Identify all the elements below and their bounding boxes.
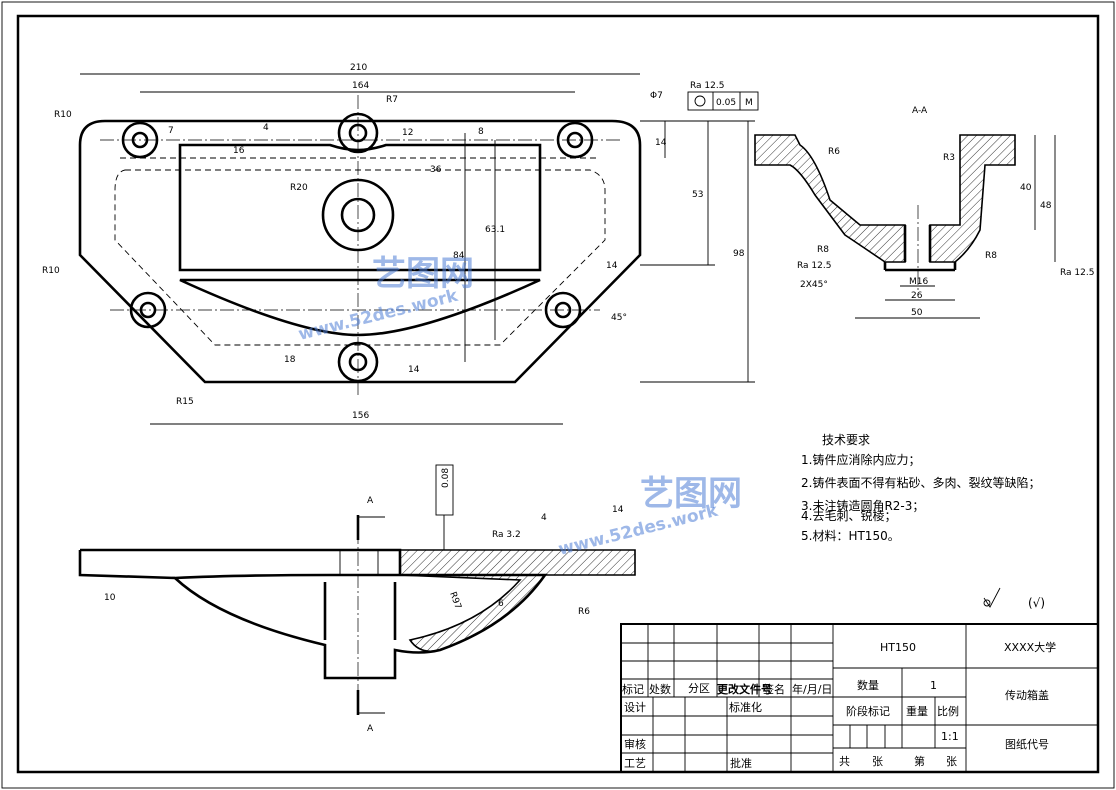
dim-r10-left: R10 bbox=[42, 266, 60, 276]
school-name: XXXX大学 bbox=[1004, 640, 1056, 654]
process-label: 工艺 bbox=[624, 757, 646, 770]
technical-requirements: 技术要求 1.铸件应消除内应力； 2.铸件表面不得有粘砂、多肉、裂纹等缺陷； 3… bbox=[801, 433, 1040, 543]
section-view-a-a: A-A R6 R3 40 48 R8 R8 Ra 12.5 2X45° M16 … bbox=[754, 106, 1094, 319]
design-label: 设计 bbox=[624, 701, 646, 714]
dim-r15: R15 bbox=[176, 397, 194, 407]
scale-label: 比例 bbox=[937, 704, 959, 718]
dim-14-diag: 14 bbox=[606, 261, 618, 271]
position-tolerance: 0.05 bbox=[716, 98, 736, 108]
dim-4: 4 bbox=[541, 513, 547, 523]
roughness-ra3.2: Ra 3.2 bbox=[492, 530, 521, 540]
dim-18: 18 bbox=[284, 355, 296, 365]
section-title: A-A bbox=[912, 106, 928, 116]
header-change-doc: 更改文件号 bbox=[717, 682, 772, 696]
quantity-label: 数量 bbox=[857, 679, 879, 692]
dim-r8-right: R8 bbox=[985, 251, 997, 261]
dim-156: 156 bbox=[352, 411, 369, 421]
standardization-label: 标准化 bbox=[729, 700, 762, 714]
flatness-tolerance: 0.08 bbox=[441, 468, 451, 488]
part-name: 传动箱盖 bbox=[1005, 688, 1049, 702]
roughness-ra12.5: Ra 12.5 bbox=[690, 81, 724, 91]
dim-r3: R3 bbox=[943, 153, 955, 163]
dim-12: 12 bbox=[402, 128, 413, 138]
dim-6: 6 bbox=[498, 599, 504, 609]
roughness-other: (√) bbox=[1028, 596, 1045, 610]
dim-14-bottom: 14 bbox=[408, 365, 420, 375]
dim-14: 14 bbox=[655, 138, 667, 148]
watermark-url-1: www.52des.work bbox=[296, 286, 460, 345]
stage-label: 阶段标记 bbox=[846, 704, 890, 718]
top-view: 210 164 R7 R10 Φ7 Ra 12.5 0.05 M 7 4 12 … bbox=[42, 63, 759, 425]
approve-label: 批准 bbox=[730, 756, 752, 770]
dim-14: 14 bbox=[612, 505, 624, 515]
requirement-5: 5.材料：HT150。 bbox=[801, 529, 900, 543]
watermark-brand-2: 艺图网 bbox=[640, 474, 742, 514]
section-mark-bottom: A bbox=[367, 724, 374, 734]
tolerance-modifier: M bbox=[745, 98, 753, 108]
dim-40: 40 bbox=[1020, 183, 1032, 193]
dim-210: 210 bbox=[350, 63, 367, 73]
dim-16: 16 bbox=[233, 146, 245, 156]
dim-r6: R6 bbox=[578, 607, 590, 617]
inner-border bbox=[16, 14, 1100, 774]
title-block: HT150 XXXX大学 数量 1 传动箱盖 阶段标记 重量 比例 1:1 图纸… bbox=[620, 623, 1099, 773]
dim-53: 53 bbox=[692, 190, 703, 200]
dim-chamfer: 2X45° bbox=[800, 280, 828, 290]
dim-45deg: 45° bbox=[611, 313, 627, 323]
dim-36: 36 bbox=[430, 165, 442, 175]
dim-10: 10 bbox=[104, 593, 116, 603]
dim-8: 8 bbox=[478, 127, 484, 137]
bolt-holes bbox=[121, 112, 594, 383]
header-signature: 签名 bbox=[763, 682, 785, 696]
sheets-unit: 张 bbox=[872, 755, 883, 768]
header-mark: 标记 bbox=[622, 682, 644, 696]
dim-48: 48 bbox=[1040, 201, 1052, 211]
dim-63.1: 63.1 bbox=[485, 225, 505, 235]
requirement-3: 3.未注铸造圆角R2-3； bbox=[801, 498, 924, 513]
requirements-title: 技术要求 bbox=[822, 433, 870, 447]
dim-r8-left: R8 bbox=[817, 245, 829, 255]
dim-50: 50 bbox=[911, 308, 923, 318]
watermark-brand-1: 艺图网 bbox=[372, 254, 474, 294]
sheets-total-label: 共 bbox=[839, 755, 850, 768]
dim-phi7: Φ7 bbox=[650, 91, 663, 101]
roughness-ra12.5-left: Ra 12.5 bbox=[797, 261, 831, 271]
roughness-other-note: (√) bbox=[983, 587, 1045, 610]
dim-r7: R7 bbox=[386, 95, 398, 105]
dim-m16: M16 bbox=[909, 277, 928, 287]
dim-164: 164 bbox=[352, 81, 369, 91]
dim-r10-top: R10 bbox=[54, 110, 72, 120]
sheet-unit: 张 bbox=[946, 755, 957, 768]
scale-value: 1:1 bbox=[941, 730, 959, 743]
dim-84: 84 bbox=[453, 251, 465, 261]
dim-4: 4 bbox=[263, 123, 269, 133]
sheet-number-label: 第 bbox=[914, 754, 925, 768]
requirement-4: 4.去毛刺、锐棱； bbox=[801, 508, 896, 523]
requirement-2: 2.铸件表面不得有粘砂、多肉、裂纹等缺陷； bbox=[801, 475, 1040, 490]
dim-98: 98 bbox=[733, 249, 745, 259]
header-count: 处数 bbox=[649, 683, 671, 696]
review-label: 审核 bbox=[624, 737, 646, 751]
quantity-value: 1 bbox=[930, 679, 937, 692]
header-zone: 分区 bbox=[688, 682, 710, 695]
dim-r97: R97 bbox=[447, 591, 462, 611]
dim-7: 7 bbox=[168, 126, 174, 136]
requirement-1: 1.铸件应消除内应力； bbox=[801, 452, 920, 467]
watermark-url-2: www.52des.work bbox=[556, 501, 720, 560]
dim-26: 26 bbox=[911, 291, 923, 301]
drawing-number: 图纸代号 bbox=[1005, 738, 1049, 751]
roughness-ra12.5-right: Ra 12.5 bbox=[1060, 268, 1094, 278]
dim-r6: R6 bbox=[828, 147, 840, 157]
dim-r20: R20 bbox=[290, 183, 308, 193]
header-date: 年/月/日 bbox=[792, 682, 832, 696]
material-value: HT150 bbox=[880, 641, 916, 654]
front-view: A A 0.08 Ra 3.2 4 14 10 R97 6 R6 bbox=[78, 464, 636, 734]
section-mark-top: A bbox=[367, 496, 374, 506]
weight-label: 重量 bbox=[906, 704, 928, 718]
